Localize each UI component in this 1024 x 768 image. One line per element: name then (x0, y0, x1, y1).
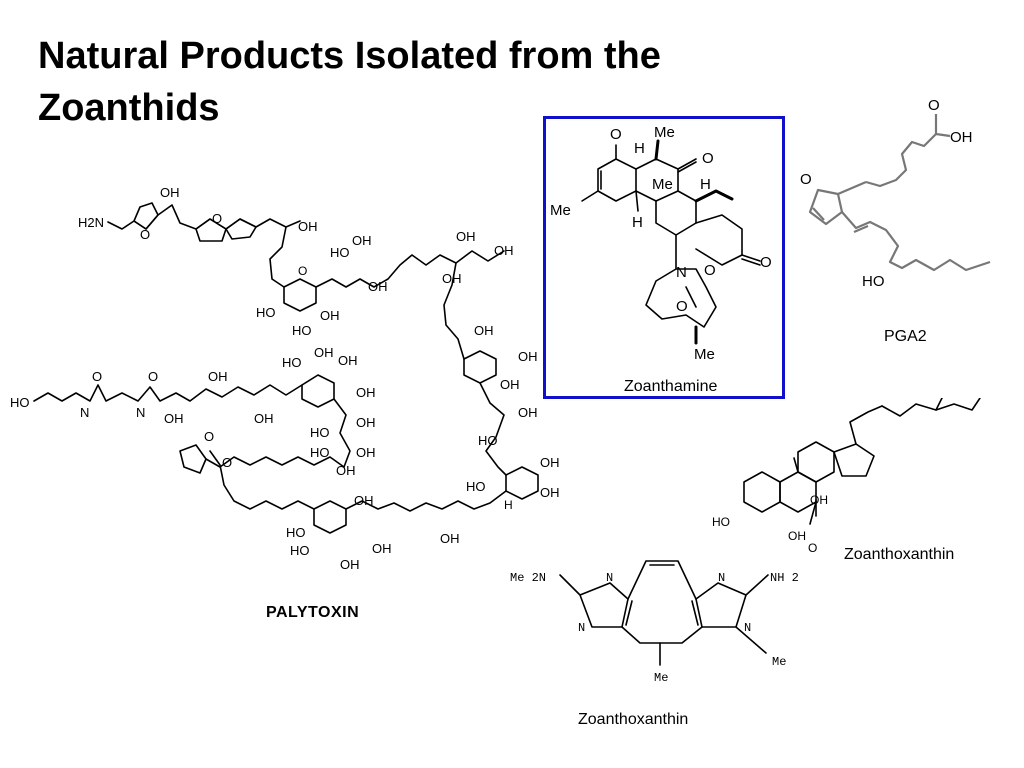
zoanthamine-o-label-1: O (610, 126, 622, 143)
palytoxin-oh-label-4: OH (368, 279, 388, 294)
zoanthamine-caption: Zoanthamine (624, 378, 718, 395)
zoanthamine-diagram: O H Me O Me H Me H N O O O Me (550, 124, 772, 363)
palytoxin-oh-label-8: OH (494, 243, 514, 258)
steroid-ho-label: HO (712, 515, 730, 529)
zoanthoxanthin-structure: Me 2N NH 2 N N N N Me Me Zoanthoxanthin (510, 555, 810, 728)
palytoxin-oh-label-9: OH (474, 323, 494, 338)
palytoxin-ho-label-1: HO (256, 305, 276, 320)
zoanthamine-o-label-4: O (760, 254, 772, 271)
palytoxin-nh2-label: H2N (78, 215, 104, 230)
palytoxin-oh-label-22: OH (314, 345, 334, 360)
zoanthoxanthin-n-label-2: N (578, 621, 585, 635)
palytoxin-oh-label-10: OH (518, 349, 538, 364)
zoanthamine-me-label-1: Me (654, 124, 675, 141)
pga2-o-label-2: O (800, 171, 812, 188)
pga2-structure: O OH O HO PGA2 (790, 90, 1005, 345)
zoanthamine-n-label: N (676, 264, 687, 281)
zoanthamine-h-label-2: H (700, 176, 711, 193)
steroid-oh-label-2: OH (788, 529, 806, 543)
zoanthamine-box: O H Me O Me H Me H N O O O Me Zoanthamin… (543, 116, 785, 399)
palytoxin-oh-label-12: OH (518, 405, 538, 420)
palytoxin-diagram: H2N OH O O OH O HO HO OH HO OH OH OH OH … (10, 185, 560, 572)
palytoxin-oh-label-19: OH (164, 411, 184, 426)
palytoxin-oh-label-7: OH (456, 229, 476, 244)
zoanthamine-me-label-4: Me (694, 346, 715, 363)
palytoxin-ho-chain-label: HO (10, 395, 30, 410)
palytoxin-ho-label-2: HO (292, 323, 312, 338)
palytoxin-oh-label-13: OH (540, 455, 560, 470)
zoanthoxanthin-me-label-1: Me (772, 655, 786, 669)
zoanthamine-me-label-2: Me (652, 176, 673, 193)
palytoxin-oh-label-27: OH (336, 463, 356, 478)
slide-title-line-2: Zoanthids (38, 87, 220, 129)
palytoxin-o-label-2: O (212, 211, 222, 226)
pga2-o-label-1: O (928, 97, 940, 114)
palytoxin-name-label: PALYTOXIN (266, 604, 360, 621)
zoanthamine-o-label-2: O (702, 150, 714, 167)
palytoxin-oh-label-6: OH (442, 271, 462, 286)
zoanthamine-o-label-5: O (676, 298, 688, 315)
palytoxin-oh-label-25: OH (356, 415, 376, 430)
palytoxin-oh-label-15: OH (440, 531, 460, 546)
palytoxin-ho-label-9: HO (310, 425, 330, 440)
zoanthamine-me-label-3: Me (550, 202, 571, 219)
palytoxin-oh-label-3: OH (320, 308, 340, 323)
palytoxin-structure: H2N OH O O OH O HO HO OH HO OH OH OH OH … (0, 175, 560, 595)
palytoxin-h-label: H (504, 498, 513, 512)
steroid-diagram: HO OH OH O (712, 398, 981, 555)
palytoxin-oh-label-17: OH (340, 557, 360, 572)
zoanthoxanthin-nme2-label: Me 2N (510, 571, 546, 585)
pga2-ho-label: HO (862, 273, 885, 290)
zoanthamine-h-label-1: H (634, 140, 645, 157)
slide-title-line-1: Natural Products Isolated from the (38, 35, 661, 77)
palytoxin-ho-label-8: HO (282, 355, 302, 370)
zoanthamine-o-label-3: O (704, 262, 716, 279)
palytoxin-o-label-1: O (140, 227, 150, 242)
palytoxin-oh-label-21: OH (254, 411, 274, 426)
palytoxin-oh-label-14: OH (540, 485, 560, 500)
slide-title: Natural Products Isolated from the Zoant… (38, 30, 838, 134)
zoanthoxanthin-caption: Zoanthoxanthin (578, 711, 689, 728)
palytoxin-o-label-7: O (204, 429, 214, 444)
palytoxin-o-label-3: O (298, 264, 307, 278)
palytoxin-oh-label-24: OH (356, 385, 376, 400)
palytoxin-n-label-1: N (80, 405, 89, 420)
zoanthoxanthin-n-label-4: N (744, 621, 751, 635)
steroid-structure: HO OH OH O Zoanthoxanthin (710, 398, 1010, 563)
palytoxin-ho-label-5: HO (466, 479, 486, 494)
palytoxin-oh-label-11: OH (500, 377, 520, 392)
palytoxin-oh-label-16: OH (354, 493, 374, 508)
steroid-caption: Zoanthoxanthin (844, 546, 955, 563)
palytoxin-oh-label-18: OH (372, 541, 392, 556)
palytoxin-ho-label-10: HO (310, 445, 330, 460)
zoanthoxanthin-me-label-2: Me (654, 671, 668, 685)
palytoxin-o-label-5: O (148, 369, 158, 384)
steroid-o-label: O (808, 541, 817, 555)
palytoxin-oh-label-20: OH (208, 369, 228, 384)
palytoxin-ho-label-6: HO (286, 525, 306, 540)
pga2-caption: PGA2 (884, 328, 927, 345)
pga2-diagram: O OH O HO (800, 97, 991, 290)
palytoxin-oh-label-2: OH (298, 219, 318, 234)
zoanthoxanthin-nh2-label: NH 2 (770, 571, 799, 585)
palytoxin-o-label-4: O (92, 369, 102, 384)
pga2-oh-label: OH (950, 129, 973, 146)
palytoxin-o-label-6: O (222, 455, 232, 470)
palytoxin-ho-label-4: HO (478, 433, 498, 448)
palytoxin-ho-label-3: HO (330, 245, 350, 260)
steroid-oh-label-1: OH (810, 493, 828, 507)
zoanthoxanthin-diagram: Me 2N NH 2 N N N N Me Me (510, 560, 799, 685)
zoanthoxanthin-n-label-3: N (718, 571, 725, 585)
palytoxin-oh-label-1: OH (160, 185, 180, 200)
palytoxin-oh-label-5: OH (352, 233, 372, 248)
palytoxin-ho-label-7: HO (290, 543, 310, 558)
palytoxin-oh-label-23: OH (338, 353, 358, 368)
palytoxin-oh-label-26: OH (356, 445, 376, 460)
zoanthamine-h-label-3: H (632, 214, 643, 231)
palytoxin-n-label-2: N (136, 405, 145, 420)
zoanthoxanthin-n-label-1: N (606, 571, 613, 585)
